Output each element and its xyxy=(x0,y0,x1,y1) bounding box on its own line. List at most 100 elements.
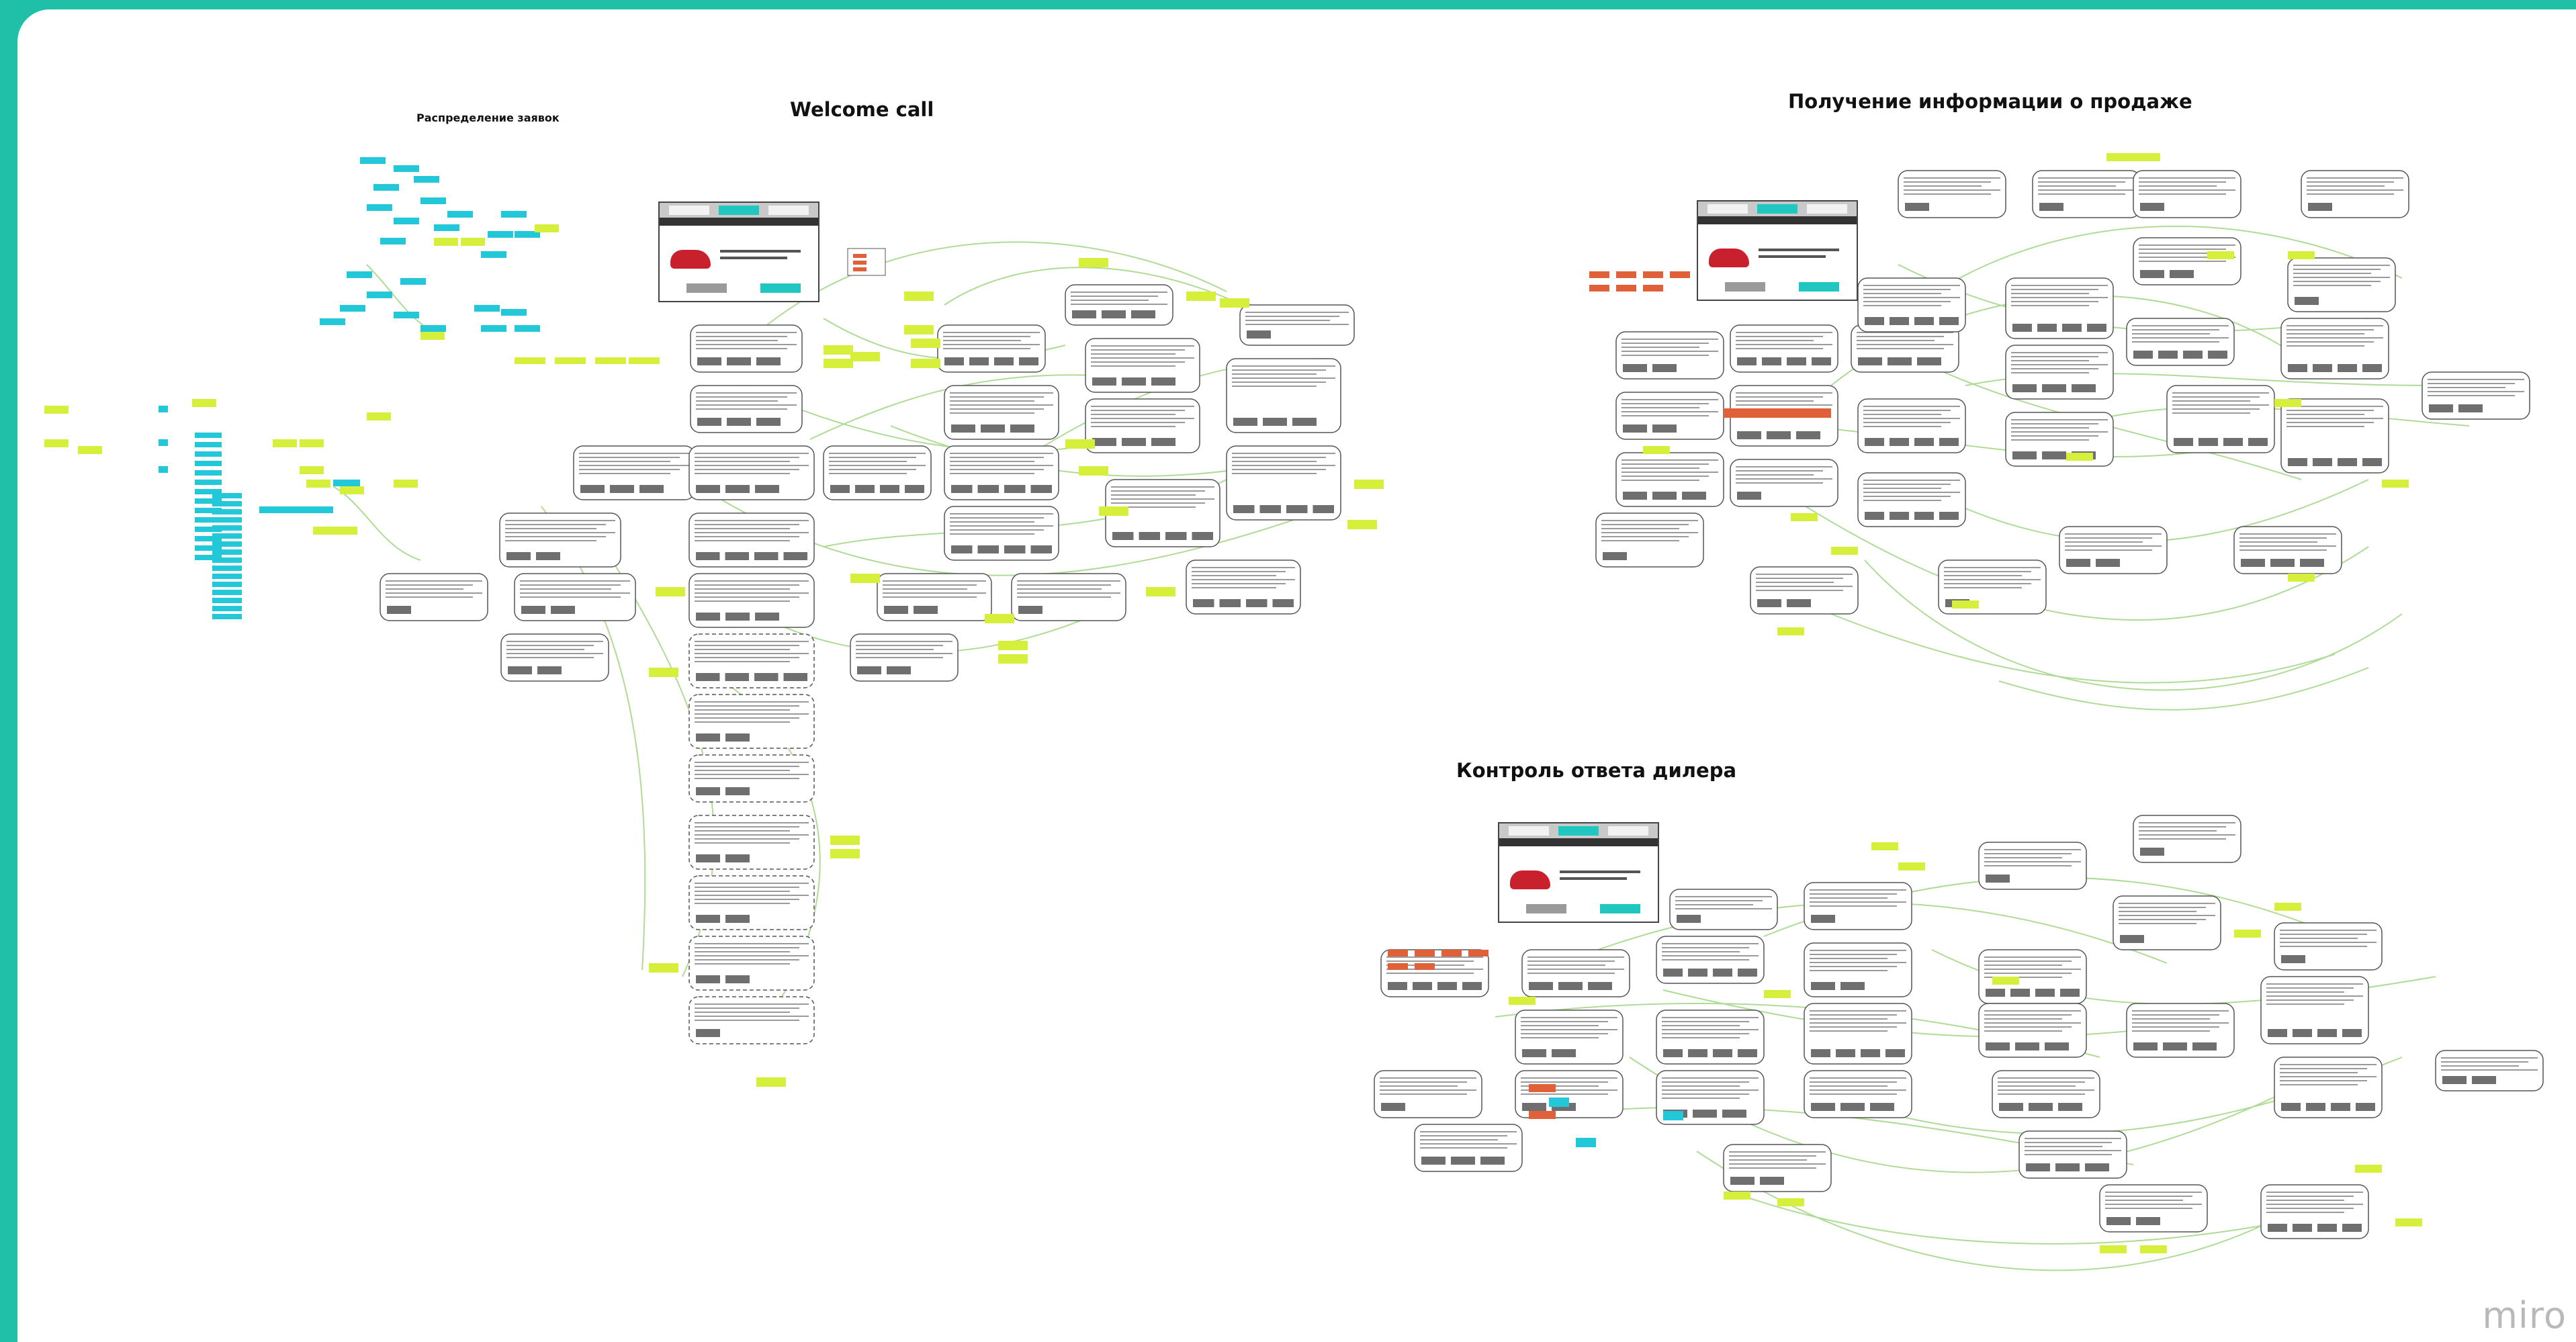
option-button xyxy=(1233,505,1255,513)
node-text-line xyxy=(695,963,790,965)
option-button xyxy=(1713,969,1732,977)
option-button xyxy=(880,485,899,493)
option-button xyxy=(639,485,664,493)
option-button xyxy=(1858,357,1882,365)
node-text-line xyxy=(2025,1138,2121,1139)
cyan-node xyxy=(394,165,419,172)
node-text-line xyxy=(1017,584,1111,586)
node-text-line xyxy=(2139,826,2226,827)
sticky-note xyxy=(911,359,940,368)
sticky-note xyxy=(830,836,860,845)
option-button xyxy=(2039,203,2063,211)
node-text-line xyxy=(695,778,799,779)
option-button xyxy=(1757,599,1781,607)
node-text-line xyxy=(1863,414,1941,415)
node-text-line xyxy=(1984,960,2072,962)
node-text-line xyxy=(695,532,809,533)
node-text-line xyxy=(1863,305,1941,306)
option-button xyxy=(1122,377,1146,386)
option-button xyxy=(1840,1103,1865,1111)
option-button xyxy=(2015,1042,2039,1050)
option-button xyxy=(1737,431,1761,439)
node-text-line xyxy=(695,1003,809,1005)
node-text-line xyxy=(950,529,1044,531)
node-text-line xyxy=(829,465,926,466)
node-text-line xyxy=(520,596,621,598)
sticky-note xyxy=(515,357,545,364)
option-button xyxy=(537,666,562,674)
node-text-line xyxy=(950,404,1053,406)
miro-board-canvas[interactable]: Распределение заявок Welcome call Получе… xyxy=(17,9,2576,1342)
node-text-line xyxy=(2011,293,2089,294)
node-text-line xyxy=(1091,361,1185,363)
option-button xyxy=(725,733,750,742)
node-text-line xyxy=(2293,285,2371,286)
option-button xyxy=(2120,935,2144,943)
node-text-line xyxy=(1863,422,1951,423)
sticky-note xyxy=(1898,862,1925,870)
node-text-line xyxy=(1810,1089,1906,1091)
node-text-line xyxy=(2011,419,2108,420)
option-button xyxy=(1313,505,1334,513)
option-button xyxy=(725,915,750,923)
node-text-line xyxy=(1863,426,1941,427)
section-title-welcome-call: Welcome call xyxy=(790,98,934,121)
cyan-node xyxy=(488,231,513,238)
node-text-line xyxy=(1232,386,1317,387)
node-text-line xyxy=(2105,1208,2192,1209)
node-text-line xyxy=(1017,580,1120,582)
node-text-line xyxy=(2132,1014,2219,1016)
node-text-line xyxy=(2286,426,2364,427)
node-text-line xyxy=(1091,353,1175,355)
red-node xyxy=(1589,285,1609,292)
node-text-line xyxy=(2119,915,2215,916)
sticky-note xyxy=(1791,513,1818,521)
node-text-line xyxy=(2307,181,2394,183)
node-text-line xyxy=(2441,1069,2538,1071)
node-text-line xyxy=(2139,189,2235,191)
option-button xyxy=(1030,485,1052,493)
red-node xyxy=(1415,950,1435,956)
node-text-line xyxy=(2139,181,2226,183)
node-text-line xyxy=(1984,1026,2072,1028)
option-button xyxy=(2458,404,2483,412)
node-text-line xyxy=(1998,1089,2094,1091)
node-text-line xyxy=(1091,418,1194,419)
node-text-line xyxy=(1662,947,1749,948)
option-button xyxy=(2472,1076,2496,1084)
sticky-note xyxy=(998,641,1028,650)
node-text-line xyxy=(1622,347,1699,348)
sticky-note xyxy=(2274,399,2301,407)
option-button xyxy=(1259,505,1281,513)
option-button xyxy=(727,418,751,426)
option-button xyxy=(1522,1049,1546,1057)
node-text-line xyxy=(1601,528,1679,529)
node-text-line xyxy=(1091,426,1175,427)
sticky-note xyxy=(313,527,337,535)
option-button xyxy=(1663,1049,1683,1057)
node-text-line xyxy=(1071,292,1167,293)
node-text-line xyxy=(1736,400,1814,402)
node-text-line xyxy=(950,513,1053,515)
red-node xyxy=(1468,950,1489,956)
node-text-line xyxy=(2139,834,2235,836)
cyan-node xyxy=(159,439,168,446)
node-text-line xyxy=(1863,480,1960,481)
node-text-line xyxy=(2286,410,2374,411)
node-text-line xyxy=(506,657,594,658)
option-button xyxy=(2338,458,2357,466)
option-button xyxy=(2174,438,2193,446)
node-text-line xyxy=(1998,1093,2085,1095)
cyan-node xyxy=(212,557,242,563)
cyan-node xyxy=(212,614,242,619)
node-text-line xyxy=(1736,332,1832,333)
node-text-line xyxy=(1662,943,1759,944)
sticky-note xyxy=(434,238,458,246)
node-text-line xyxy=(506,649,584,650)
cyan-node xyxy=(195,451,222,457)
node-text-line xyxy=(883,596,977,598)
option-button xyxy=(2037,324,2057,332)
sticky-note xyxy=(2066,453,2093,461)
option-button xyxy=(2288,458,2307,466)
node-text-line xyxy=(695,895,809,896)
